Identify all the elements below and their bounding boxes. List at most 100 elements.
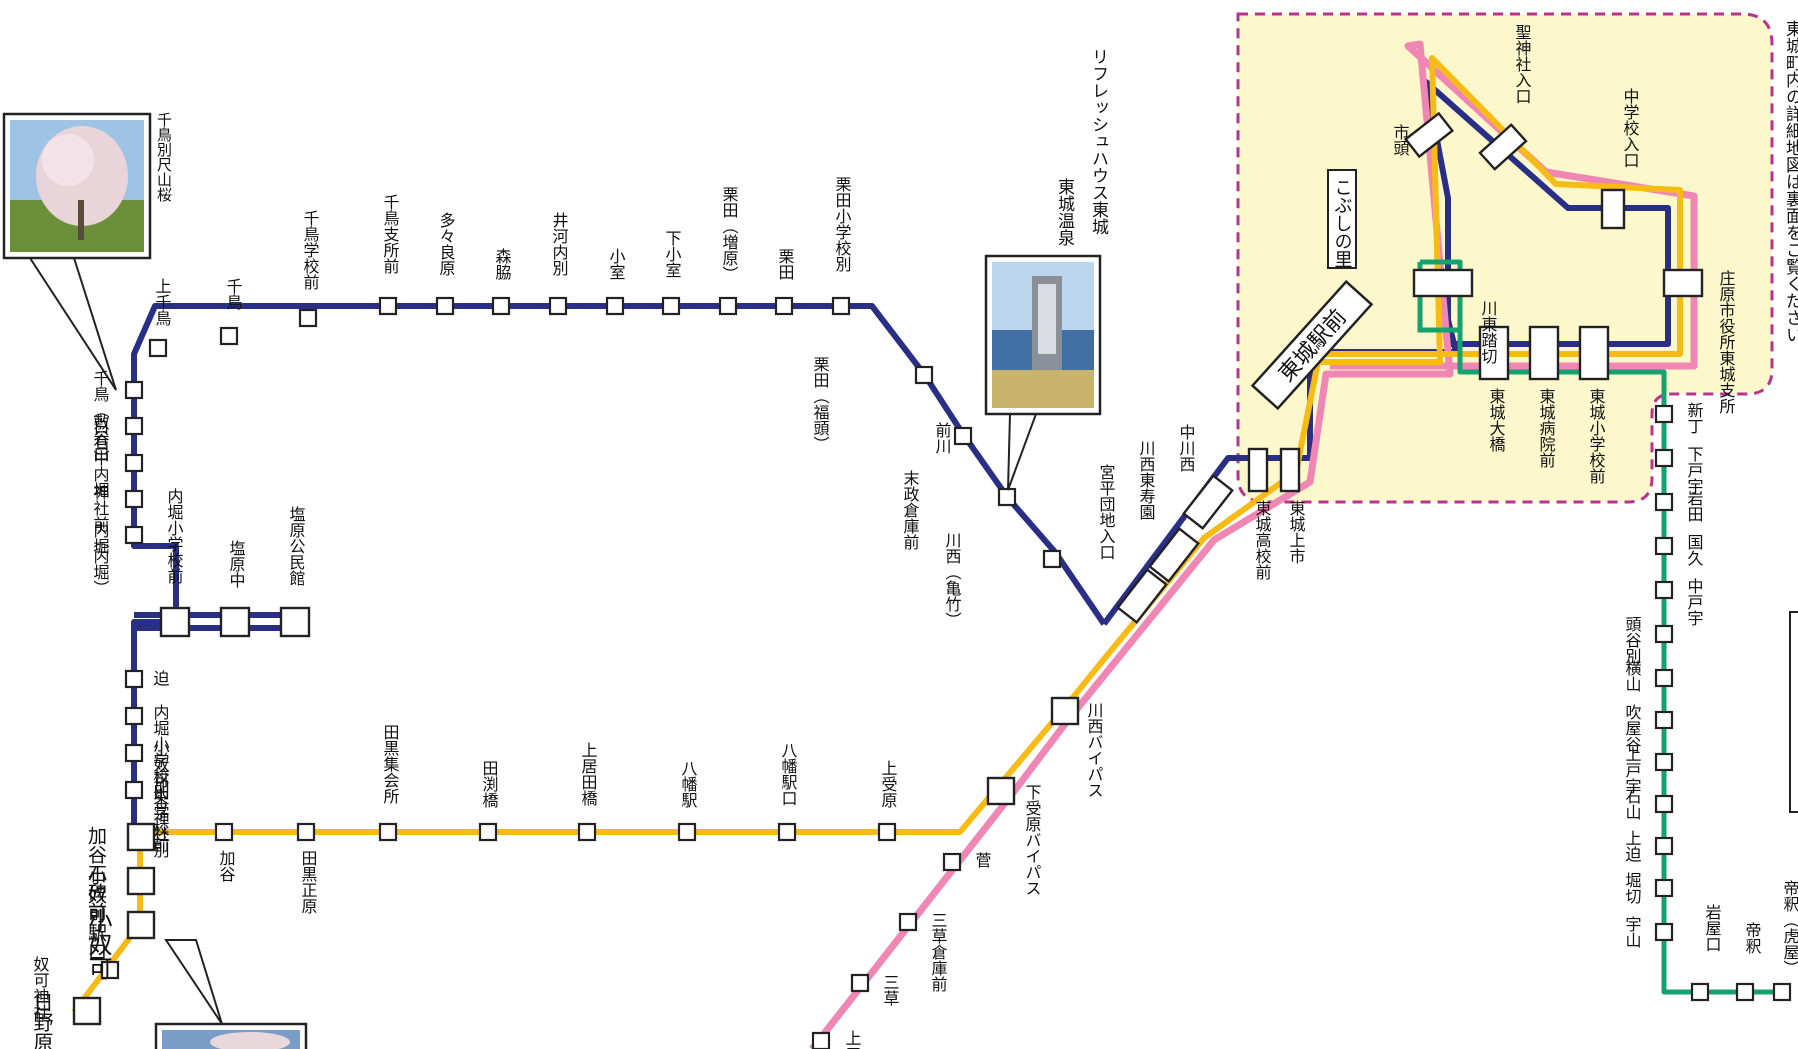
stop-shiobara-naka[interactable]: [219, 606, 251, 638]
stop-kawanishi-bypass[interactable]: [1050, 696, 1080, 726]
stop-jinja-mae[interactable]: [124, 489, 144, 509]
stop-chidori[interactable]: [219, 326, 239, 346]
stop-kurita-shogakko[interactable]: [831, 296, 851, 316]
stop-kagaya[interactable]: [214, 822, 234, 842]
stop-yawata-eki[interactable]: [677, 822, 697, 842]
stop-miyahira[interactable]: [1116, 568, 1168, 624]
stop-kawanishi-higashi[interactable]: [1148, 527, 1200, 583]
label-tabuchibashi: 田渕橋: [480, 760, 499, 809]
stop-kamiukebara[interactable]: [877, 822, 897, 842]
label-moriwaki: 森脇: [493, 248, 512, 281]
stop-shincho[interactable]: [1654, 404, 1674, 424]
stop-shobara-shiyakusho[interactable]: [1662, 268, 1704, 298]
stop-uchibori-shogakko-mae[interactable]: [159, 606, 191, 638]
stop-nukajinja[interactable]: [100, 960, 120, 980]
label-zuyabetsu: 頭谷別: [1623, 616, 1642, 665]
label-nakagawanishi: 中川西: [1177, 424, 1196, 472]
stop-kawanishi-kametake[interactable]: [1042, 549, 1062, 569]
label-nukajinja: 奴可神社: [31, 956, 50, 1020]
stop-chidori-shiraishi[interactable]: [124, 380, 144, 400]
label-shiobara-kominkan: 塩原公民館: [287, 506, 306, 586]
stop-tabuchibashi[interactable]: [478, 822, 498, 842]
stop-kamiidabashi[interactable]: [577, 822, 597, 842]
stop-shimoukebara-bypass[interactable]: [986, 776, 1016, 806]
stop-hinohara[interactable]: [72, 996, 102, 1026]
stop-yokoyama[interactable]: [1654, 668, 1674, 688]
label-fukiyadani: 吹屋谷: [1623, 704, 1642, 752]
label-taishaku: 帝釈: [1743, 922, 1762, 954]
stop-kurita-fukuto[interactable]: [914, 365, 934, 385]
label-kamiukebara: 上受原: [879, 760, 898, 808]
label-uchibori: 内堀: [91, 522, 110, 554]
stop-horikiri[interactable]: [1654, 878, 1674, 898]
stop-tatarabara[interactable]: [435, 296, 455, 316]
stop-iwayaguchi[interactable]: [1690, 982, 1710, 1002]
stop-nakatou[interactable]: [1654, 580, 1674, 600]
label-nakatou: 中戸宇: [1685, 578, 1704, 626]
stop-tojo-kamiichi[interactable]: [1279, 447, 1301, 493]
stop-kamimikusa[interactable]: [811, 1031, 831, 1049]
stop-iwata[interactable]: [1654, 492, 1674, 512]
label-mikusa: 三草: [881, 974, 900, 1006]
stop-kawahigashi-fumikiri[interactable]: [1412, 268, 1474, 298]
stop-shiobara-kominkan[interactable]: [279, 606, 311, 638]
stop-shimokomuro[interactable]: [661, 296, 681, 316]
stop-tojo-byoin[interactable]: [1528, 325, 1560, 381]
stop-ishiyama[interactable]: [1654, 794, 1674, 814]
stop-shimotou[interactable]: [1654, 448, 1674, 468]
stop-maekawa[interactable]: [953, 426, 973, 446]
stop-taishaku-toraya[interactable]: [1772, 982, 1792, 1002]
label-nakauchibori: 中内堀: [91, 450, 110, 498]
stop-taguro-shukaijo[interactable]: [378, 822, 398, 842]
stop-shikiyaguchi[interactable]: [124, 416, 144, 436]
stop-kamisako[interactable]: [1654, 836, 1674, 856]
stop-chidori-shisho[interactable]: [378, 296, 398, 316]
stop-kagaya-jinja-betsu[interactable]: [124, 780, 144, 800]
stop-kurita-masubara[interactable]: [718, 296, 738, 316]
stop-uchibori-shogakko-betsu[interactable]: [124, 706, 144, 726]
kobushi-box[interactable]: こぶしの里: [1327, 169, 1357, 269]
stop-mikusa[interactable]: [850, 973, 870, 993]
stop-tojo-koko[interactable]: [1247, 447, 1269, 493]
label-mikusa-soko: 三草倉庫前: [929, 912, 948, 993]
stop-nakauchibori[interactable]: [124, 453, 144, 473]
stop-chugakko-iriguchi[interactable]: [1600, 188, 1626, 230]
label-chidori-shiraishi: 千鳥（白石）: [91, 370, 110, 466]
stop-uchibori[interactable]: [124, 525, 144, 545]
stop-nakagawanishi[interactable]: [1182, 474, 1234, 530]
stop-onuka-ekiguchi[interactable]: [126, 866, 156, 896]
label-kamitou: 上戸宇: [1623, 746, 1642, 794]
stop-kunihisa[interactable]: [1654, 536, 1674, 556]
label-shiobara-naka: 塩原中: [227, 540, 246, 588]
stop-uyama[interactable]: [1654, 922, 1674, 942]
stop-sako[interactable]: [124, 669, 144, 689]
label-suga: 菅: [973, 852, 992, 868]
stop-kamichidori[interactable]: [148, 338, 168, 358]
stop-suga[interactable]: [942, 852, 962, 872]
stop-hijiri-jinja[interactable]: [1478, 123, 1528, 171]
stop-onuka[interactable]: [126, 910, 156, 940]
stop-zuyabetsu[interactable]: [1654, 624, 1674, 644]
stop-moriwaki[interactable]: [491, 296, 511, 316]
label-kunihisa: 国久: [1685, 534, 1704, 566]
stop-ikouchibetsu[interactable]: [548, 296, 568, 316]
stop-kagaya-sekihi[interactable]: [126, 822, 156, 852]
stop-yawata-ekiguchi[interactable]: [777, 822, 797, 842]
label-kurita-masubara: 栗田（増原）: [720, 186, 739, 282]
stop-taguro-shohara[interactable]: [296, 822, 316, 842]
stop-onuka-chugakko[interactable]: [124, 743, 144, 763]
stop-kamitou[interactable]: [1654, 752, 1674, 772]
stop-ichigashira[interactable]: [1403, 111, 1455, 159]
label-tojo-koko: 東城高校前: [1253, 500, 1272, 581]
label-kagaya-jinja-betsu: 加谷神社別: [151, 778, 170, 859]
stop-tojo-ohashi[interactable]: [1478, 325, 1510, 381]
stop-taishaku[interactable]: [1735, 982, 1755, 1002]
stop-mikusa-soko[interactable]: [898, 912, 918, 932]
stop-chidori-gakko[interactable]: [298, 308, 318, 328]
stop-kurita[interactable]: [774, 296, 794, 316]
stop-suemasa[interactable]: [997, 487, 1017, 507]
stop-komuro[interactable]: [605, 296, 625, 316]
stop-tojo-shogakko[interactable]: [1578, 325, 1610, 381]
label-shimokomuro: 下小室: [663, 230, 682, 278]
stop-fukiyadani[interactable]: [1654, 710, 1674, 730]
